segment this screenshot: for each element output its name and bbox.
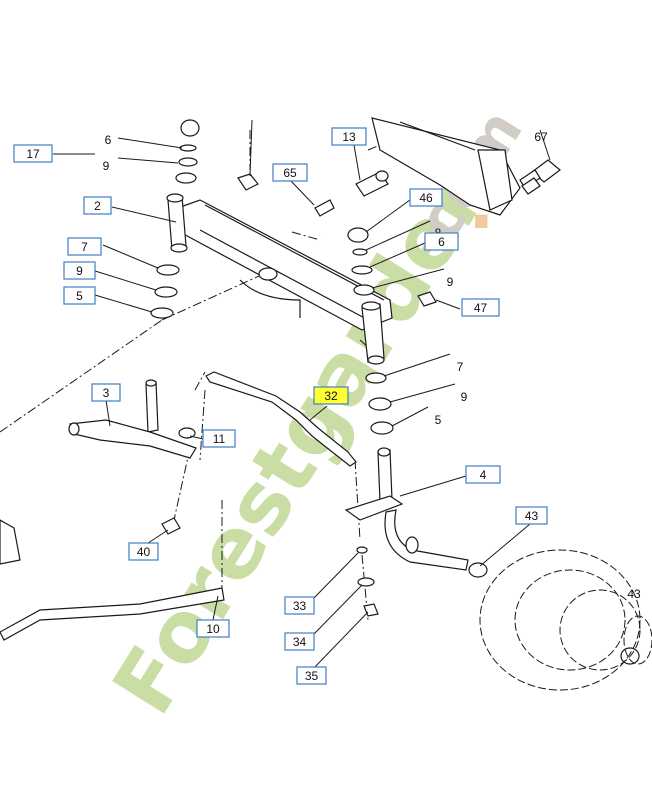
bolt-67 xyxy=(519,159,561,195)
grease-fitting-47 xyxy=(417,291,437,307)
callout-box xyxy=(284,632,315,651)
callout-c9b: 9 xyxy=(63,261,96,280)
callout-c7b: 7 xyxy=(457,360,464,374)
callout-c5a: 5 xyxy=(63,286,96,305)
drag-link-10 xyxy=(0,587,225,641)
callout-number: 13 xyxy=(342,130,356,144)
callout-box xyxy=(63,286,96,305)
callout-box xyxy=(67,237,102,256)
left-pivot-tube xyxy=(167,195,187,251)
callout-box xyxy=(331,127,367,146)
callout-number: 35 xyxy=(305,669,319,683)
callout-c2: 2 xyxy=(83,196,112,215)
callout-number: 3 xyxy=(103,386,110,400)
callout-box xyxy=(13,144,53,163)
callout-c9d: 9 xyxy=(461,390,468,404)
callout-number: 32 xyxy=(324,389,338,403)
callout-box xyxy=(461,298,500,317)
callout-c35: 35 xyxy=(296,666,327,685)
callout-box xyxy=(91,383,121,402)
grease-fitting-65 xyxy=(237,173,259,191)
callout-box xyxy=(465,465,501,484)
washer-33 xyxy=(356,546,368,554)
callout-number: 40 xyxy=(137,545,151,559)
callout-number: 5 xyxy=(76,289,83,303)
callout-number: 6 xyxy=(438,235,445,249)
callout-box xyxy=(83,196,112,215)
callout-box xyxy=(424,232,459,251)
callout-c5b: 5 xyxy=(435,413,442,427)
callout-c7a: 7 xyxy=(67,237,102,256)
callout-number: 4 xyxy=(480,468,487,482)
callout-c17: 17 xyxy=(13,144,53,163)
callout-number: 67 xyxy=(534,130,548,144)
right-spindle-4 xyxy=(377,449,393,503)
callout-c43b: 43 xyxy=(627,587,641,601)
callout-number: 43 xyxy=(627,587,641,601)
callout-c33: 33 xyxy=(284,596,315,615)
callout-c65: 65 xyxy=(272,163,308,182)
callout-number: 6 xyxy=(105,133,112,147)
callout-box xyxy=(63,261,96,280)
callout-c10: 10 xyxy=(196,619,230,638)
callout-number: 2 xyxy=(94,199,101,213)
callout-box xyxy=(296,666,327,685)
callout-box xyxy=(128,542,159,561)
callout-number: 7 xyxy=(457,360,464,374)
callout-c4: 4 xyxy=(465,465,501,484)
callout-box xyxy=(272,163,308,182)
callout-number: 9 xyxy=(461,390,468,404)
tie-rod-32 xyxy=(205,371,357,467)
callout-box xyxy=(409,188,443,207)
callout-c67: 67 xyxy=(534,130,548,144)
callout-c46: 46 xyxy=(409,188,443,207)
callout-number: 17 xyxy=(26,147,40,161)
callout-number: 5 xyxy=(435,413,442,427)
callout-c9c: 9 xyxy=(447,275,454,289)
callout-number: 65 xyxy=(283,166,297,180)
callout-c32: 32 xyxy=(313,386,349,405)
callout-c43a: 43 xyxy=(515,506,548,525)
callout-number: 9 xyxy=(447,275,454,289)
callout-box xyxy=(202,429,236,448)
callout-number: 47 xyxy=(474,301,488,315)
callout-c13: 13 xyxy=(331,127,367,146)
nut-40 xyxy=(161,517,181,535)
callout-number: 34 xyxy=(293,635,307,649)
callout-c40: 40 xyxy=(128,542,159,561)
callout-c6a: 6 xyxy=(105,133,112,147)
callout-box xyxy=(284,596,315,615)
callout-c11: 11 xyxy=(202,429,236,448)
grease-cap-left xyxy=(180,119,200,137)
callout-c9a: 9 xyxy=(103,159,110,173)
callout-labels: 1769279513654686947677953231144343403334… xyxy=(13,127,641,685)
left-spindle-3 xyxy=(145,381,159,433)
callout-c34: 34 xyxy=(284,632,315,651)
leader-lines xyxy=(53,119,551,671)
callout-box xyxy=(515,506,548,525)
washer-43 xyxy=(468,562,488,578)
washer-34 xyxy=(357,577,375,587)
pin-65 xyxy=(314,199,335,217)
callout-box xyxy=(196,619,230,638)
callout-c3: 3 xyxy=(91,383,121,402)
callout-number: 11 xyxy=(213,432,226,446)
callout-c6b: 6 xyxy=(424,232,459,251)
callout-number: 7 xyxy=(81,240,88,254)
callout-number: 10 xyxy=(206,622,220,636)
grease-cap-right xyxy=(347,227,369,243)
callout-number: 9 xyxy=(76,264,83,278)
wheel-tire xyxy=(479,549,652,691)
callout-box xyxy=(313,386,349,405)
callout-number: 43 xyxy=(525,509,539,523)
callout-number: 9 xyxy=(103,159,110,173)
callout-number: 46 xyxy=(419,191,433,205)
callout-number: 33 xyxy=(293,599,307,613)
callout-c47: 47 xyxy=(461,298,500,317)
